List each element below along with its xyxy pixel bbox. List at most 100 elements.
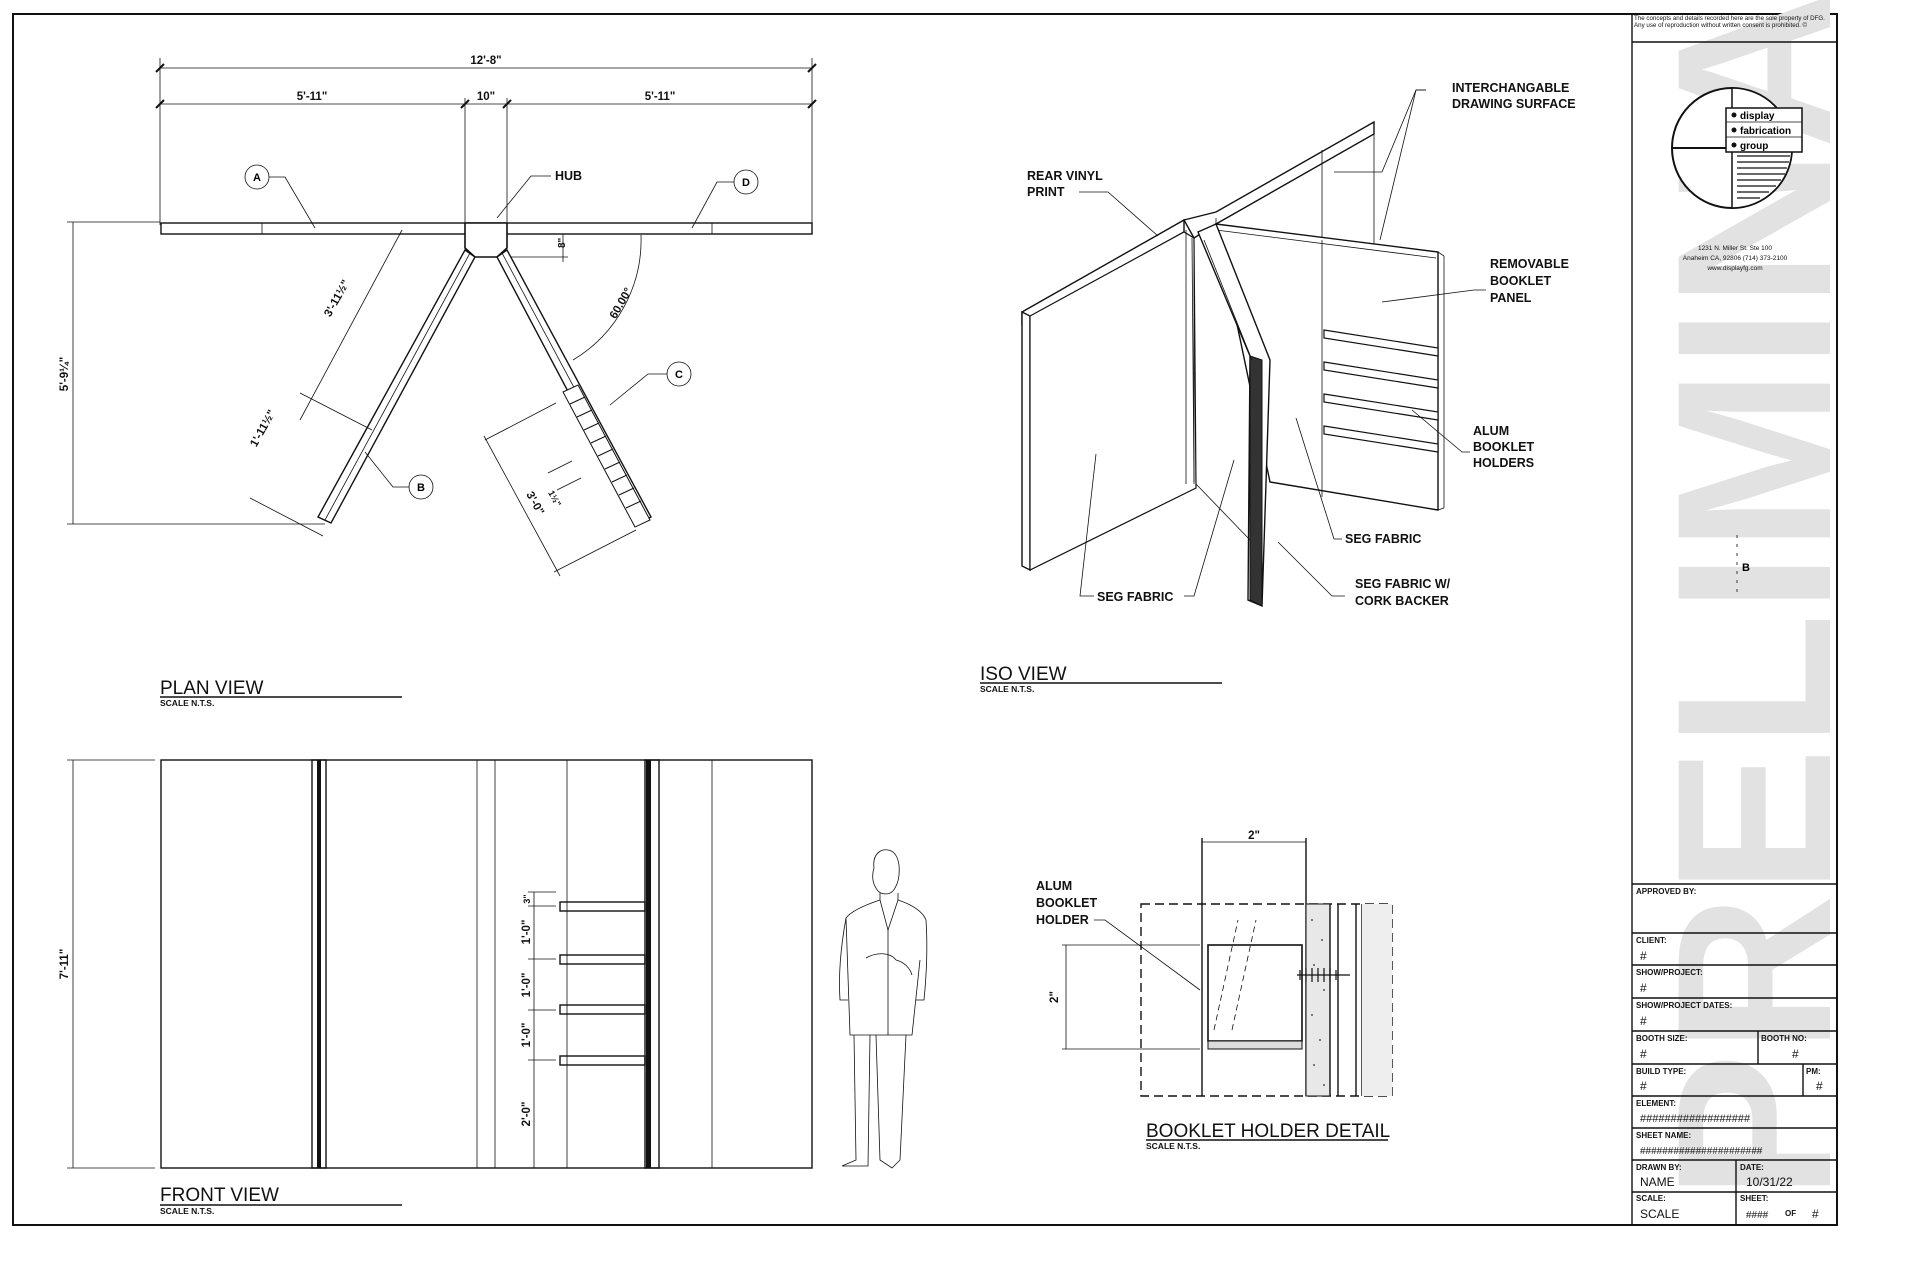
detail-dim-width: 2"	[1248, 830, 1260, 842]
sheet-value: ####	[1746, 1210, 1769, 1221]
hub	[464, 222, 508, 258]
ownership-notice: The concepts and details recorded here a…	[1634, 15, 1825, 29]
show-project-label: SHOW/PROJECT:	[1636, 968, 1703, 977]
dim-right: 5'-11"	[645, 91, 676, 103]
dim-angle: 60.00°	[608, 286, 635, 321]
front-view-scale: SCALE N.T.S.	[160, 1206, 214, 1216]
dim-front-s2: 1'-0"	[521, 973, 533, 998]
detail-scale: SCALE N.T.S.	[1146, 1141, 1200, 1151]
note-seg-fabric-right: SEG FABRIC	[1345, 532, 1421, 546]
iso-view: INTERCHANGABLE DRAWING SURFACE REAR VINY…	[980, 81, 1576, 694]
client-value: #	[1640, 949, 1647, 963]
scale-label: SCALE:	[1636, 1194, 1666, 1203]
sheet-label: SHEET:	[1740, 1194, 1768, 1203]
plan-view-scale: SCALE N.T.S.	[160, 698, 214, 708]
address-line-2: Anaheim CA, 92806 (714) 373-2100	[1683, 255, 1788, 262]
dim-front-top: 3"	[522, 894, 532, 903]
note-holders-3: HOLDERS	[1473, 456, 1534, 470]
title-block: PRELIMINARY The concepts and details rec…	[1631, 0, 1877, 1225]
booth-no-label: BOOTH NO:	[1761, 1034, 1807, 1043]
dim-panel-c: 3'-0"	[523, 490, 546, 518]
element-value: ##################	[1640, 1113, 1751, 1125]
show-project-value: #	[1640, 981, 1647, 995]
dim-panel-c-small: 1½"	[546, 489, 563, 509]
detail-note-3: HOLDER	[1036, 913, 1089, 927]
dim-overall: 12'-8"	[470, 55, 501, 67]
approved-by-label: APPROVED BY:	[1636, 887, 1696, 896]
project-dates-label: SHOW/PROJECT DATES:	[1636, 1001, 1732, 1010]
detail-outline	[1140, 903, 1393, 1097]
note-seg-cork-1: SEG FABRIC W/	[1355, 577, 1451, 591]
iso-booklet-holders	[1323, 329, 1439, 453]
dim-front-s1: 1'-0"	[521, 920, 533, 945]
detail-holder	[1207, 944, 1303, 1042]
note-seg-fabric-left: SEG FABRIC	[1097, 590, 1173, 604]
drawn-by-label: DRAWN BY:	[1636, 1163, 1682, 1172]
element-label: ELEMENT:	[1636, 1099, 1676, 1108]
callout-b-label: B	[417, 482, 425, 494]
dim-front-s3: 1'-0"	[521, 1023, 533, 1048]
plan-view-title: PLAN VIEW	[160, 678, 264, 699]
note-holders-1: ALUM	[1473, 424, 1509, 438]
drawn-by-value: NAME	[1640, 1175, 1675, 1189]
detail-cork	[1305, 903, 1331, 1097]
dim-hub-depth: 8"	[557, 237, 568, 248]
callout-d-label: D	[742, 177, 750, 189]
note-booklet-panel-3: PANEL	[1490, 291, 1532, 305]
detail-dim-height: 2"	[1049, 991, 1061, 1003]
note-seg-cork-2: CORK BACKER	[1355, 594, 1449, 608]
scale-figure	[839, 849, 928, 1169]
build-type-label: BUILD TYPE:	[1636, 1067, 1686, 1076]
dim-front-height: 7'-11"	[59, 949, 71, 980]
project-dates-value: #	[1640, 1014, 1647, 1028]
build-type-value: #	[1640, 1079, 1647, 1093]
arm-b	[317, 248, 476, 524]
iso-left-panel	[1029, 231, 1197, 571]
revision-marker: B	[1742, 562, 1750, 574]
date-label: DATE:	[1740, 1163, 1764, 1172]
sheet-of: OF	[1785, 1209, 1796, 1218]
website: www.displayfg.com	[1706, 265, 1762, 272]
note-booklet-panel-1: REMOVABLE	[1490, 257, 1569, 271]
logo-word-1: display	[1740, 111, 1775, 122]
notice-box: The concepts and details recorded here a…	[1634, 15, 1825, 29]
front-view: 7'-11" 3" 1'-0" 1'-0" 1'-0" 2'-0" FRONT …	[59, 759, 928, 1216]
callout-c-label: C	[675, 369, 683, 381]
dim-left: 5'-11"	[297, 91, 328, 103]
iso-view-title: ISO VIEW	[980, 664, 1067, 685]
note-rear-vinyl-1: REAR VINYL	[1027, 169, 1103, 183]
front-view-title: FRONT VIEW	[160, 1185, 279, 1206]
note-drawing-surface-2: DRAWING SURFACE	[1452, 97, 1576, 111]
pm-value: #	[1816, 1079, 1823, 1093]
dim-front-bottom: 2'-0"	[521, 1102, 533, 1127]
client-label: CLIENT:	[1636, 936, 1667, 945]
sheet-border	[12, 13, 1838, 1226]
dim-arm-end: 1'-11½"	[248, 408, 278, 449]
callout-a-label: A	[253, 172, 261, 184]
booth-size-value: #	[1640, 1047, 1647, 1061]
iso-view-scale: SCALE N.T.S.	[980, 684, 1034, 694]
front-elevation	[160, 759, 813, 1169]
note-holders-2: BOOKLET	[1473, 440, 1534, 454]
sheet-name-value: ######################	[1640, 1146, 1763, 1157]
note-rear-vinyl-2: PRINT	[1027, 185, 1065, 199]
sheet-total: #	[1812, 1207, 1819, 1221]
logo-word-2: fabrication	[1740, 126, 1791, 137]
scale-value: SCALE	[1640, 1207, 1679, 1221]
booth-no-value: #	[1792, 1047, 1799, 1061]
booklet-detail: 2" 2" ALUM BOOKLET HOLDER BOOKLET HOLDER…	[1036, 830, 1393, 1151]
note-booklet-panel-2: BOOKLET	[1490, 274, 1551, 288]
address-line-1: 1231 N. Miller St. Ste 100	[1698, 245, 1772, 252]
front-booklet-holders	[559, 901, 646, 1066]
detail-note-1: ALUM	[1036, 879, 1072, 893]
dim-depth: 5'-9¼"	[59, 357, 71, 391]
booth-size-label: BOOTH SIZE:	[1636, 1034, 1688, 1043]
dim-hub: 10"	[477, 91, 495, 103]
detail-title: BOOKLET HOLDER DETAIL	[1146, 1121, 1390, 1142]
note-drawing-surface-1: INTERCHANGABLE	[1452, 81, 1569, 95]
pm-label: PM:	[1806, 1067, 1821, 1076]
date-value: 10/31/22	[1746, 1175, 1793, 1189]
detail-note-2: BOOKLET	[1036, 896, 1097, 910]
company-logo: display fabrication group	[1671, 87, 1803, 209]
